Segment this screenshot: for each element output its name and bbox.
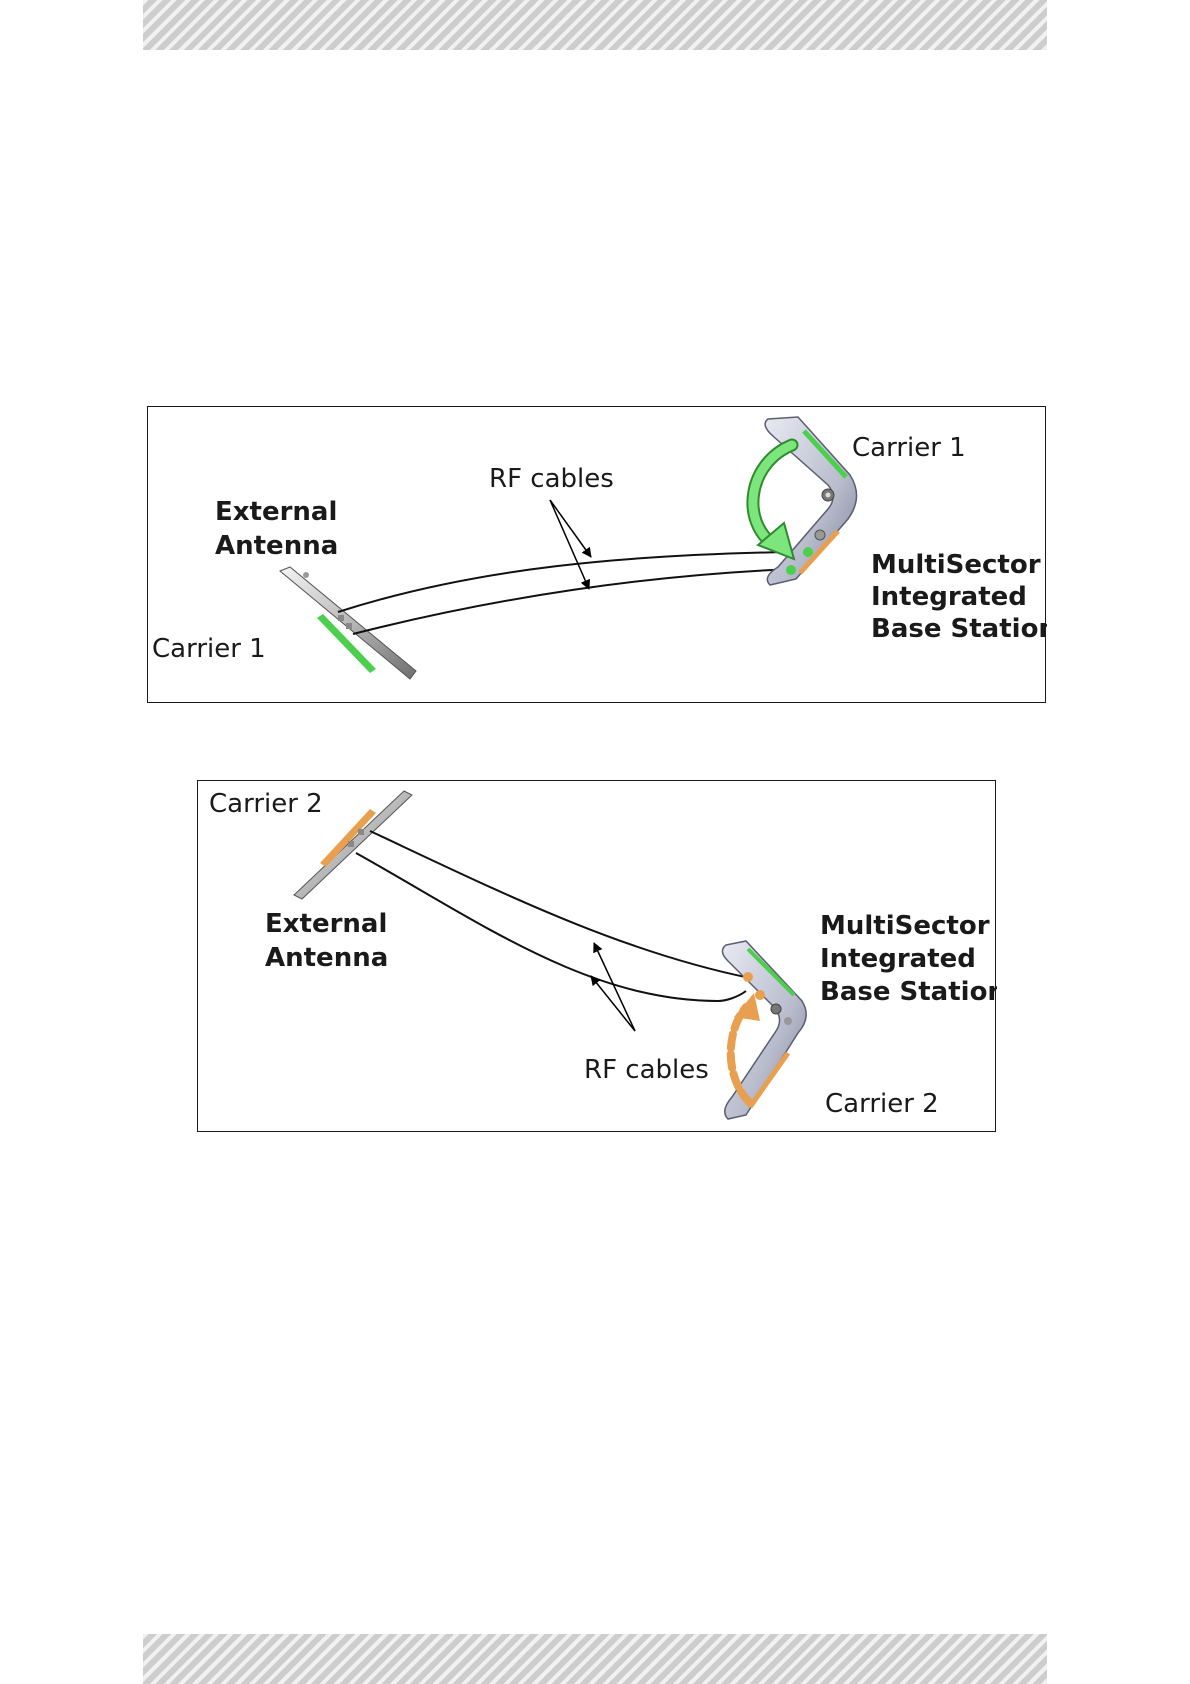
station-label-line3: Base Station [820,977,997,1007]
antenna-carrier-label: Carrier 1 [152,634,266,664]
station-carrier-label: Carrier 1 [852,433,966,463]
figure-carrier-1: External Antenna RF cables Carrier 1 Car… [147,406,1046,703]
station-port-1 [803,547,813,557]
rf-cables-label: RF cables [584,1055,709,1085]
station-label-line3: Base Station [871,614,1047,644]
header-stripe-band [143,0,1047,50]
station-port-1 [743,972,753,982]
station-carrier-label: Carrier 2 [825,1089,939,1119]
rf-cable-upper [370,831,750,978]
diagram-carrier-2: Carrier 2 External Antenna MultiSector I… [198,781,997,1133]
antenna-label-line2: Antenna [265,943,388,973]
station-port-2 [755,990,765,1000]
station-label-line1: MultiSector [871,550,1041,580]
rotation-arrow-icon [753,445,794,559]
diagram-carrier-1: External Antenna RF cables Carrier 1 Car… [148,407,1047,704]
footer-stripe-band [143,1634,1047,1684]
antenna-label-line1: External [215,497,337,527]
antenna-label-line2: Antenna [215,531,338,561]
station-port-2 [786,565,796,575]
figure-carrier-2: Carrier 2 External Antenna MultiSector I… [197,780,996,1132]
rf-cables-arrow-lower [550,500,589,589]
rf-cable-upper [338,552,788,612]
rf-cables-label: RF cables [489,464,614,494]
rf-cable-lower [356,853,746,1001]
station-label-line1: MultiSector [820,911,990,941]
antenna-carrier-label: Carrier 2 [209,789,323,819]
rf-cable-lower [353,569,793,634]
antenna-label-line1: External [265,909,387,939]
base-station-icon [765,417,856,585]
station-label-line2: Integrated [871,582,1027,612]
antenna-carrier-marker [320,809,376,867]
station-label-line2: Integrated [820,944,976,974]
